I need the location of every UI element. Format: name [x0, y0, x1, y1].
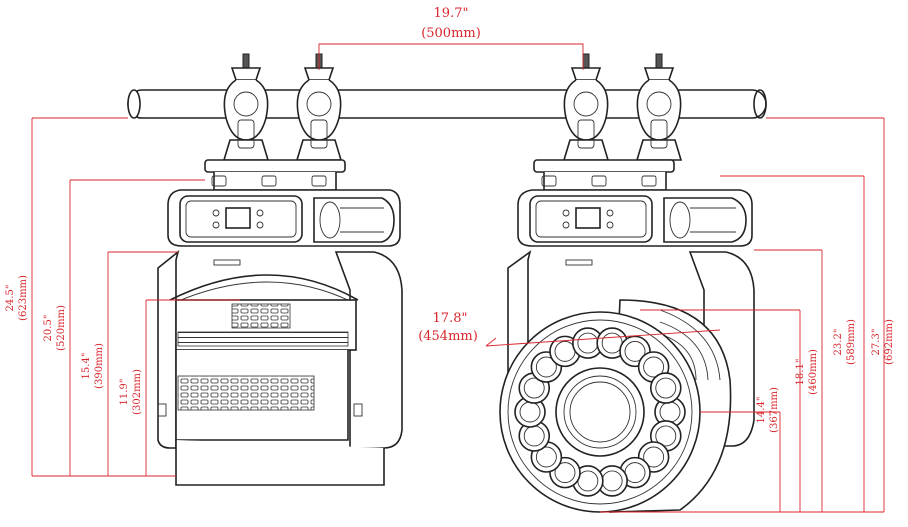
half-coupler-clamp-icon — [222, 53, 270, 161]
half-coupler-clamp-icon — [562, 53, 610, 161]
mount-knob-icon — [211, 175, 327, 187]
left-h2-mm: (520mm) — [56, 305, 67, 351]
led-cell — [649, 372, 682, 404]
display-panel-icon — [179, 195, 303, 243]
left-h1-inch: 24.5" — [5, 285, 16, 312]
dimension-lines — [31, 43, 885, 513]
top-width-mm: (500mm) — [421, 26, 481, 41]
half-coupler-clamp-icon — [295, 53, 343, 161]
led-ring-lens-icon — [499, 311, 701, 513]
right-h3-inch: 23.2" — [833, 329, 844, 356]
display-panel-icon — [529, 195, 653, 243]
right-h1-mm: (367mm) — [769, 387, 780, 433]
half-coupler-clamp-icon — [635, 53, 683, 161]
left-h4-mm: (302mm) — [132, 369, 143, 415]
right-h2-mm: (460mm) — [808, 349, 819, 395]
right-h4-mm: (692mm) — [884, 319, 895, 365]
side-depth-mm: (454mm) — [418, 329, 478, 344]
right-h3-mm: (589mm) — [846, 319, 857, 365]
left-fixture — [157, 159, 403, 486]
left-h3-mm: (390mm) — [94, 343, 105, 389]
top-width-inch: 19.7" — [434, 6, 469, 21]
right-h4-inch: 27.3" — [871, 329, 882, 356]
clamps — [222, 53, 683, 161]
side-depth-inch: 17.8" — [433, 311, 468, 326]
right-fixture — [499, 159, 755, 513]
left-h3-inch: 15.4" — [81, 353, 92, 380]
left-h4-inch: 11.9" — [119, 379, 130, 406]
dimension-labels: 19.7" (500mm) 17.8" (454mm) 24.5" (623mm… — [5, 6, 895, 433]
right-h2-inch: 18.1" — [795, 359, 806, 386]
left-h1-mm: (623mm) — [18, 275, 29, 321]
right-h1-inch: 14.4" — [756, 397, 767, 424]
left-h2-inch: 20.5" — [43, 315, 54, 342]
